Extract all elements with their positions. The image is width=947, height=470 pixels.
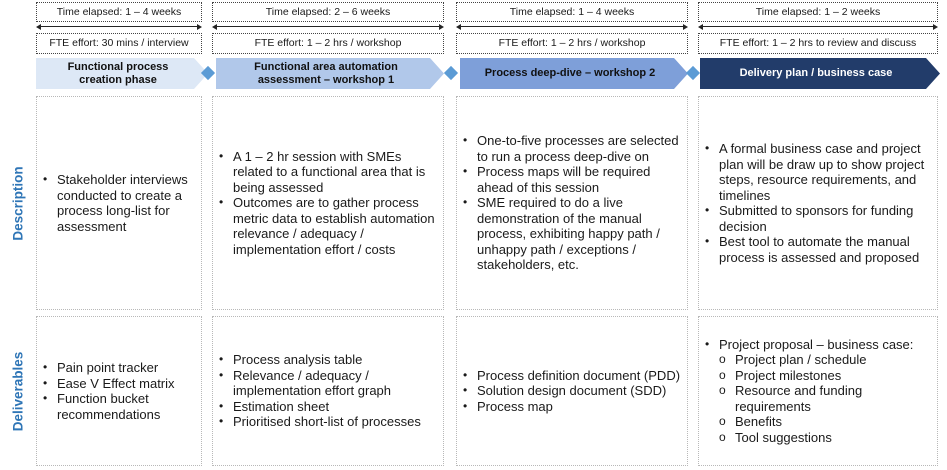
- phase-title-line: Functional process: [67, 60, 169, 73]
- fte-effort-phase-3: FTE effort: 1 – 2 hrs / workshop: [456, 33, 688, 54]
- fte-effort-phase-1: FTE effort: 30 mins / interview: [36, 33, 202, 54]
- deliverable-sub-bullet: Benefits: [719, 414, 937, 430]
- deliverables-cell-phase-1: Pain point tracker Ease V Effect matrix …: [36, 316, 202, 466]
- deliverable-sub-bullet: Resource and funding requirements: [719, 383, 937, 414]
- deliverable-bullet: Solution design document (SDD): [463, 383, 680, 399]
- duration-arrow: [698, 24, 938, 30]
- row-label-description: Description: [2, 96, 34, 310]
- duration-arrow: [212, 24, 444, 30]
- description-bullet: Best tool to automate the manual process…: [705, 234, 937, 265]
- time-elapsed-phase-2: Time elapsed: 2 – 6 weeks: [212, 2, 444, 22]
- description-cell-phase-1: Stakeholder interviews conducted to crea…: [36, 96, 202, 310]
- deliverable-sub-bullet: Project plan / schedule: [719, 352, 937, 368]
- time-elapsed-phase-1: Time elapsed: 1 – 4 weeks: [36, 2, 202, 22]
- deliverables-cell-phase-3: Process definition document (PDD) Soluti…: [456, 316, 688, 466]
- phase-title-line: Functional area automation: [254, 60, 398, 73]
- time-elapsed-phase-4: Time elapsed: 1 – 2 weeks: [698, 2, 938, 22]
- description-bullet: Stakeholder interviews conducted to crea…: [43, 172, 201, 234]
- fte-effort-phase-2: FTE effort: 1 – 2 hrs / workshop: [212, 33, 444, 54]
- deliverable-bullet: Process analysis table: [219, 352, 443, 368]
- deliverable-sub-bullet: Tool suggestions: [719, 430, 937, 446]
- description-bullet: A 1 – 2 hr session with SMEs related to …: [219, 149, 443, 196]
- time-elapsed-phase-3: Time elapsed: 1 – 4 weeks: [456, 2, 688, 22]
- description-cell-phase-3: One-to-five processes are selected to ru…: [456, 96, 688, 310]
- description-bullet: SME required to do a live demonstration …: [463, 195, 687, 273]
- description-cell-phase-2: A 1 – 2 hr session with SMEs related to …: [212, 96, 444, 310]
- row-label-deliverables: Deliverables: [2, 316, 34, 466]
- description-cell-phase-4: A formal business case and project plan …: [698, 96, 938, 310]
- deliverable-bullet: Estimation sheet: [219, 399, 443, 415]
- duration-arrow: [36, 24, 202, 30]
- description-bullet: One-to-five processes are selected to ru…: [463, 133, 687, 164]
- deliverable-bullet: Relevance / adequacy / implementation ef…: [219, 368, 443, 399]
- phase-chevron-4: Delivery plan / business case: [700, 58, 940, 89]
- deliverables-cell-phase-2: Process analysis table Relevance / adequ…: [212, 316, 444, 466]
- phase-title: Process deep-dive – workshop 2: [484, 67, 656, 79]
- phase-title-line: assessment – workshop 1: [257, 73, 395, 86]
- deliverable-bullet: Function bucket recommendations: [43, 391, 201, 422]
- row-label-text: Description: [10, 165, 26, 241]
- description-bullet: Process maps will be required ahead of t…: [463, 164, 687, 195]
- row-label-text: Deliverables: [10, 351, 26, 431]
- description-bullet: A formal business case and project plan …: [705, 141, 937, 203]
- deliverable-bullet: Pain point tracker: [43, 360, 201, 376]
- deliverable-bullet: Project proposal – business case:: [705, 337, 937, 353]
- duration-arrow: [456, 24, 688, 30]
- fte-effort-phase-4: FTE effort: 1 – 2 hrs to review and disc…: [698, 33, 938, 54]
- deliverable-bullet: Ease V Effect matrix: [43, 376, 201, 392]
- phase-chevron-3: Process deep-dive – workshop 2: [460, 58, 688, 89]
- deliverables-cell-phase-4: Project proposal – business case: Projec…: [698, 316, 938, 466]
- phase-connector-diamond: [685, 65, 701, 81]
- deliverable-bullet: Process map: [463, 399, 680, 415]
- deliverable-bullet: Process definition document (PDD): [463, 368, 680, 384]
- phase-connector-diamond: [443, 65, 459, 81]
- description-bullet: Outcomes are to gather process metric da…: [219, 195, 443, 257]
- phase-title-line: creation phase: [79, 73, 157, 86]
- deliverable-bullet: Prioritised short-list of processes: [219, 414, 443, 430]
- deliverable-sub-bullet: Project milestones: [719, 368, 937, 384]
- description-bullet: Submitted to sponsors for funding decisi…: [705, 203, 937, 234]
- phase-title: Delivery plan / business case: [739, 67, 893, 79]
